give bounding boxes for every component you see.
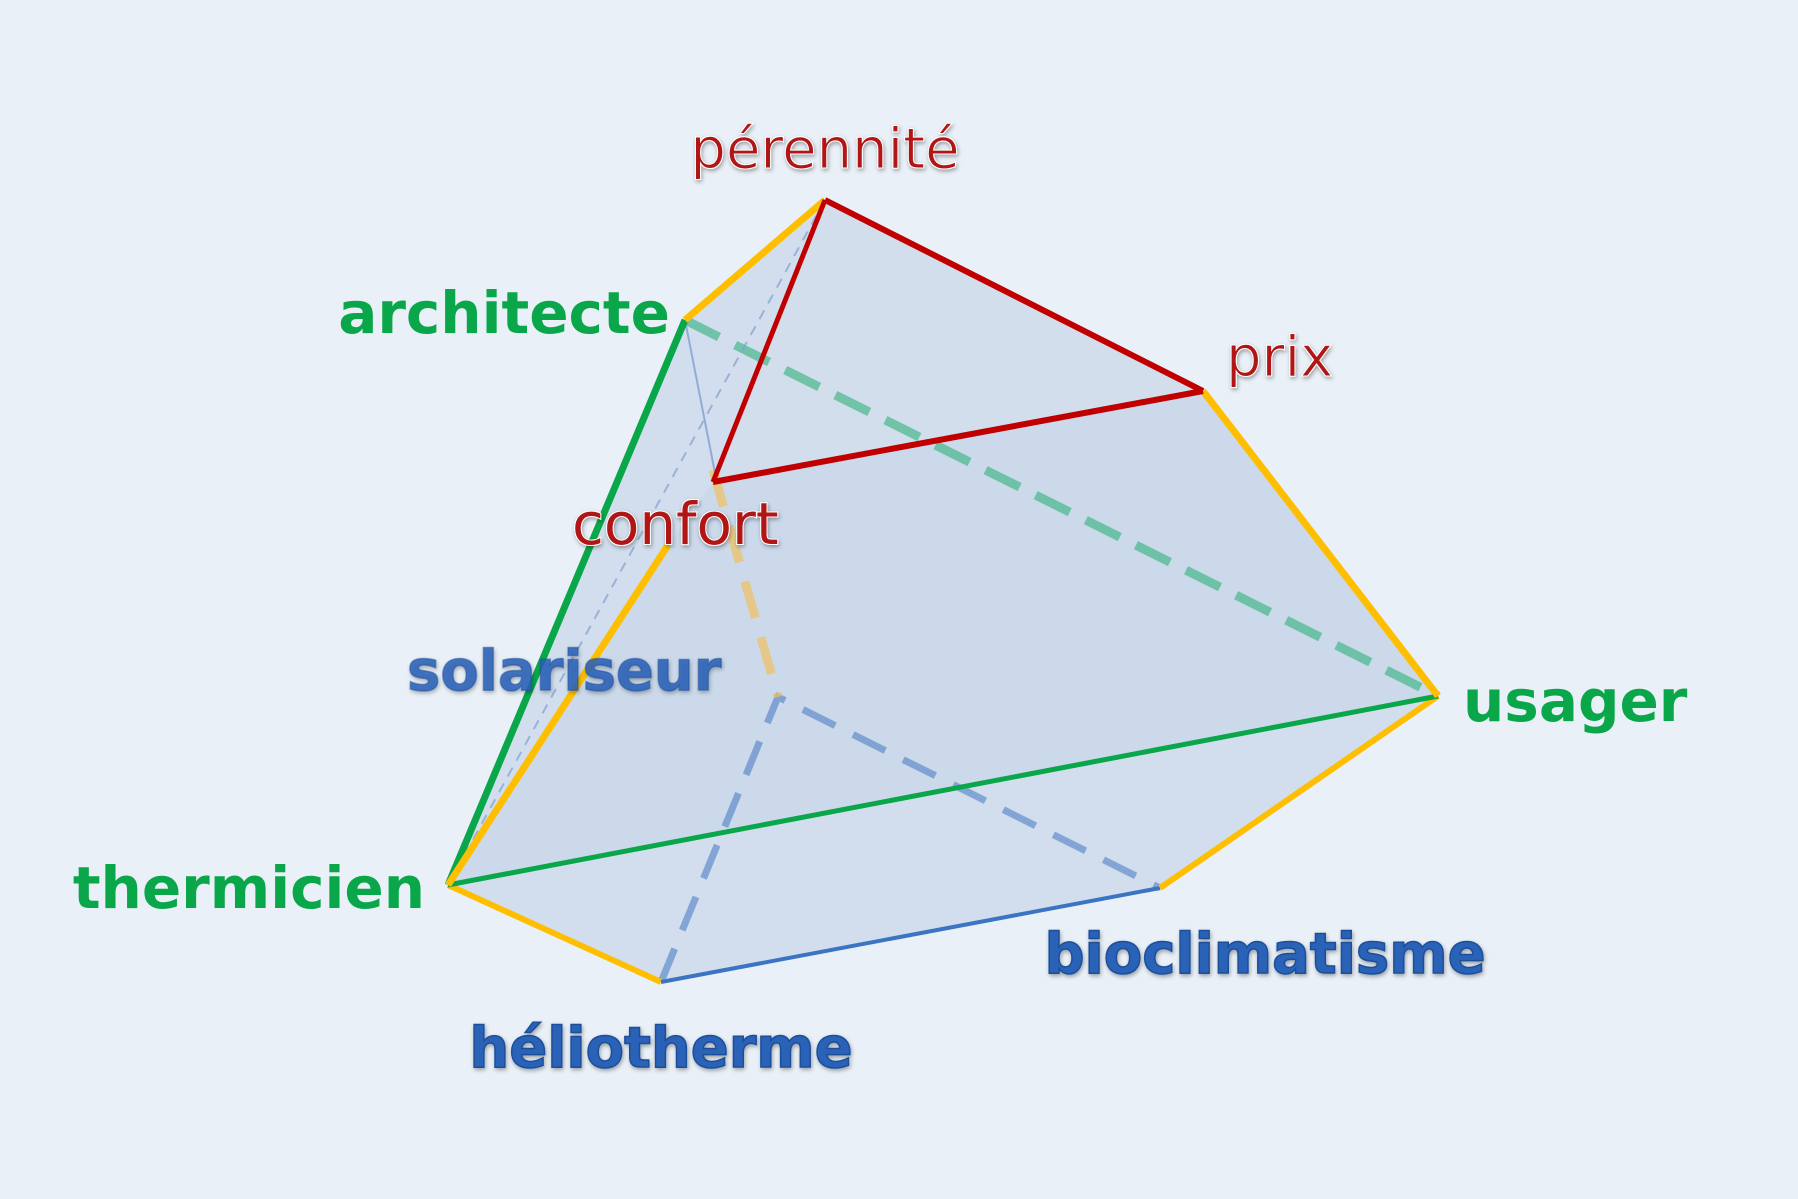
dashed-edge-architecte-usager bbox=[682, 315, 1441, 701]
label-prix: prix bbox=[1226, 325, 1333, 390]
edge-thermicien-usager bbox=[447, 693, 1439, 888]
label-bioclimatisme: bioclimatisme bbox=[1044, 922, 1485, 987]
edge-architecte-thermicien bbox=[444, 318, 689, 887]
edge-prix-confort bbox=[712, 388, 1204, 485]
front-face bbox=[448, 391, 1438, 885]
edge-perennite-prix bbox=[823, 197, 1205, 394]
label-confort: confort bbox=[572, 490, 779, 558]
edge-thermicien-confort bbox=[445, 543, 671, 887]
label-usager: usager bbox=[1463, 667, 1688, 735]
thin-edge-architecte-confort bbox=[684, 319, 717, 479]
label-perennite: pérennité bbox=[690, 117, 959, 182]
edge-confort-perennite bbox=[710, 199, 828, 483]
label-thermicien: thermicien bbox=[73, 854, 425, 922]
label-solariseur: solariseur bbox=[407, 639, 722, 704]
label-heliotherme: héliotherme bbox=[469, 1016, 852, 1081]
dashed-edge-confort-solariseur bbox=[708, 468, 783, 699]
edge-architecte-perennite bbox=[682, 197, 828, 323]
edge-thermicien-heliotherme bbox=[446, 882, 663, 985]
edge-heliotherme-bioclimatisme bbox=[660, 886, 1161, 984]
edge-usager-prix bbox=[1200, 388, 1441, 699]
label-architecte: architecte bbox=[338, 279, 670, 347]
edge-bioclimatisme-usager bbox=[1158, 693, 1440, 891]
thin-edge-perennite-thermicien bbox=[447, 199, 826, 886]
